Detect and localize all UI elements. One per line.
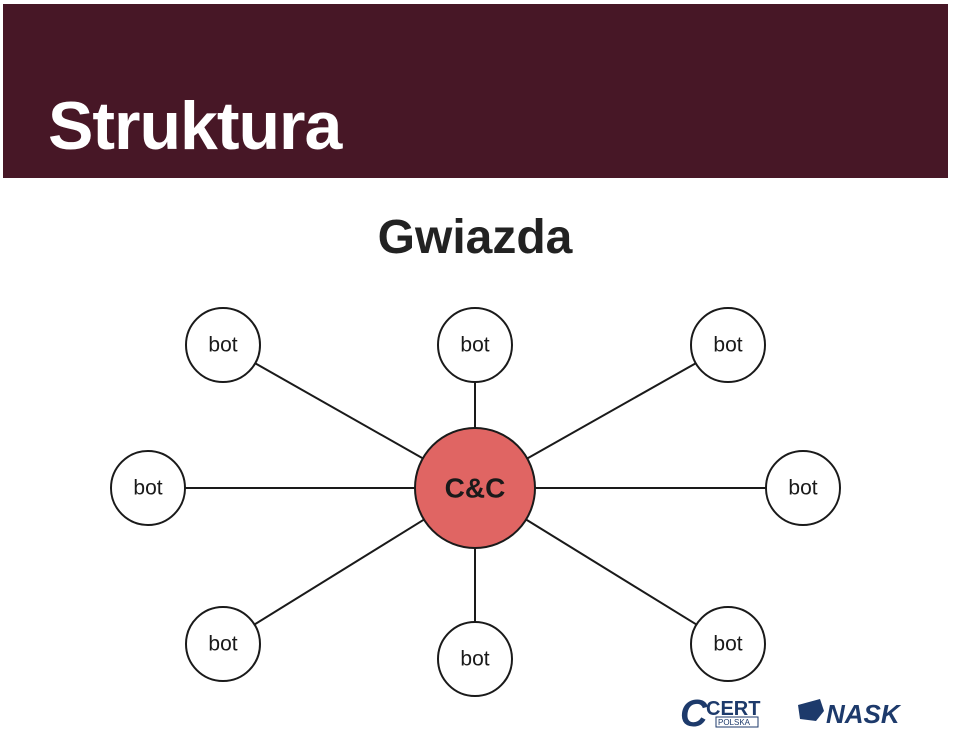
node-circle <box>437 621 513 697</box>
edge-bot-top-left <box>254 362 424 460</box>
logos: C CERT POLSKA NASK <box>680 693 902 735</box>
svg-text:C: C <box>680 693 708 735</box>
node-circle <box>690 307 766 383</box>
nask-logo: NASK <box>798 699 902 729</box>
edge-bot-top-right <box>526 362 697 460</box>
node-circle <box>437 307 513 383</box>
node-bot-bottom-left: bot <box>185 606 261 682</box>
node-bot-bottom-right: bot <box>690 606 766 682</box>
node-bot-bottom-center: bot <box>437 621 513 697</box>
hub-label: C&C <box>445 473 506 504</box>
cert-polska-logo: C CERT POLSKA <box>680 693 760 735</box>
hub-node-cc: C&C <box>414 427 536 549</box>
node-circle <box>185 606 261 682</box>
node-circle <box>110 450 186 526</box>
node-label: bot <box>460 648 489 671</box>
node-label: bot <box>208 633 237 656</box>
title-banner <box>3 4 948 178</box>
node-circle <box>765 450 841 526</box>
node-bot-middle-left: bot <box>110 450 186 526</box>
diagram-subtitle: Gwiazda <box>377 211 573 264</box>
node-label: bot <box>713 633 742 656</box>
node-label: bot <box>133 477 162 500</box>
node-circle <box>185 307 261 383</box>
node-label: bot <box>713 334 742 357</box>
node-label: bot <box>208 334 237 357</box>
hub-circle <box>414 427 536 549</box>
node-bot-top-right: bot <box>690 307 766 383</box>
node-circle <box>690 606 766 682</box>
cert-logo-subtext: POLSKA <box>718 718 751 727</box>
cert-logo-text: CERT <box>706 698 760 720</box>
node-bot-top-left: bot <box>185 307 261 383</box>
slide-title: Struktura <box>48 88 342 164</box>
nask-logo-text: NASK <box>826 699 902 729</box>
node-bot-top-center: bot <box>437 307 513 383</box>
edges-group <box>185 362 766 626</box>
edge-bot-bottom-left <box>253 518 425 626</box>
node-label: bot <box>460 334 489 357</box>
node-label: bot <box>788 477 817 500</box>
edge-bot-bottom-right <box>525 518 698 626</box>
node-bot-middle-right: bot <box>765 450 841 526</box>
